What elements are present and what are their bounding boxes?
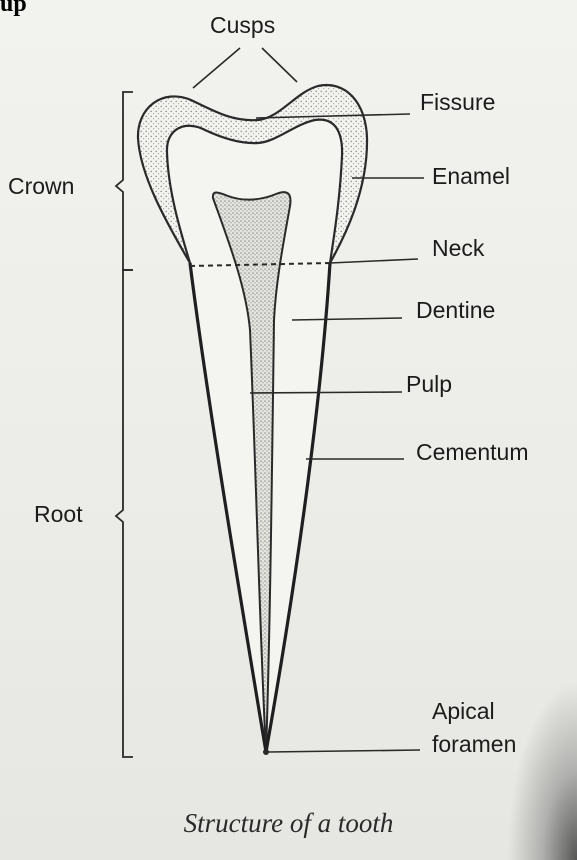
page-shadow <box>507 680 577 860</box>
cusps-leader-right <box>262 48 297 82</box>
label-cementum: Cementum <box>416 441 528 464</box>
label-fissure: Fissure <box>420 91 495 114</box>
label-neck: Neck <box>432 237 484 260</box>
label-foramen: foramen <box>432 733 516 756</box>
label-apical: Apical <box>432 700 495 723</box>
pulp-leader <box>250 392 402 393</box>
neck-leader <box>330 259 418 263</box>
apical-foramen-leader <box>268 750 420 752</box>
label-root: Root <box>34 503 83 526</box>
crown-bracket <box>116 92 133 270</box>
figure-caption: Structure of a tooth <box>0 808 577 839</box>
cusps-leader-left <box>193 48 240 88</box>
label-cusps: Cusps <box>210 14 275 37</box>
label-enamel: Enamel <box>432 165 510 188</box>
label-crown: Crown <box>8 175 74 198</box>
label-dentine: Dentine <box>416 299 495 322</box>
label-pulp: Pulp <box>406 373 452 396</box>
root-bracket <box>116 270 133 757</box>
